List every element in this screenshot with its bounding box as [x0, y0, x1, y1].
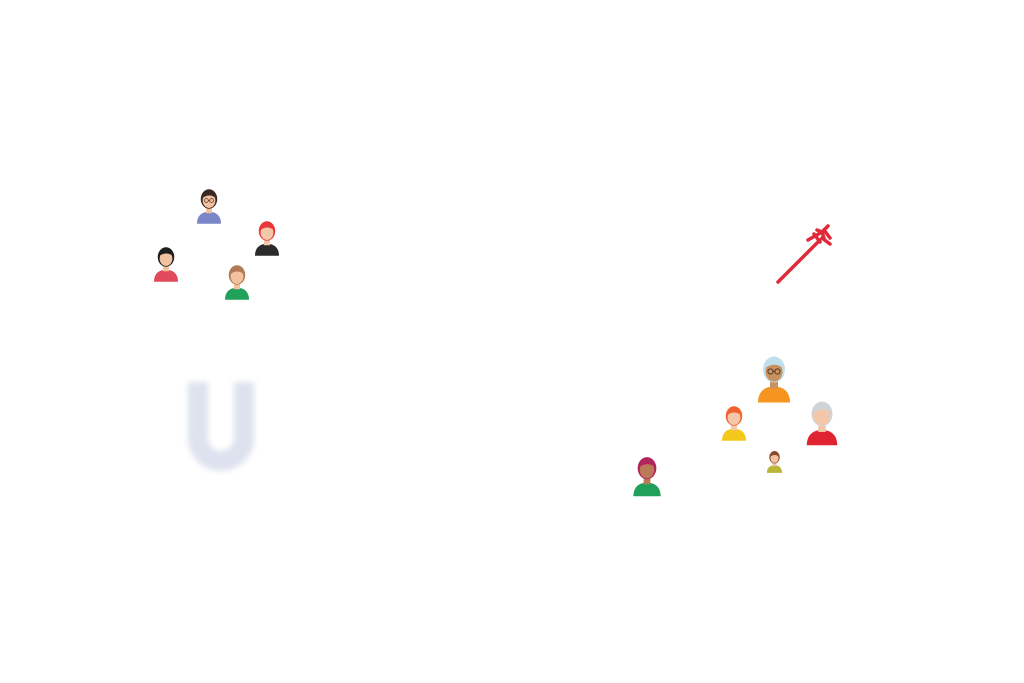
avatar-fringe: [639, 460, 655, 468]
avatar-face: [813, 406, 831, 426]
avatar-neck: [206, 207, 212, 214]
avatar-shirt: [633, 482, 661, 497]
avatar-neck: [234, 283, 240, 290]
avatar-fringe: [813, 405, 831, 413]
avatar-fringe: [159, 250, 173, 257]
avatar-shirt: [225, 287, 249, 300]
elder-man-gray-hair-icon: [806, 401, 838, 446]
avatar-shirt: [806, 430, 838, 446]
avatar-neck: [770, 380, 778, 389]
avatar-neck: [772, 462, 777, 467]
avatar-shirt: [722, 428, 746, 441]
glasses-left: [204, 198, 209, 203]
avatar-face: [159, 251, 173, 266]
avatar-fringe: [202, 192, 216, 199]
glasses-right: [774, 368, 781, 375]
woman-red-hair-icon: [255, 221, 279, 256]
magnet-icon: [188, 382, 254, 471]
avatar-face: [260, 225, 274, 240]
avatar-shirt: [758, 386, 790, 403]
avatar-fringe: [770, 453, 779, 457]
man-brown-hair-icon: [225, 265, 249, 300]
small-person-icon: [766, 451, 783, 473]
woman-glasses-icon: [197, 189, 221, 224]
avatar-shirt: [766, 465, 783, 473]
glasses-left: [767, 368, 774, 375]
avatar-neck: [818, 424, 826, 432]
avatar-face: [727, 410, 741, 425]
woman-curly-hair-icon: [154, 247, 178, 282]
avatar-neck: [731, 424, 737, 431]
avatar-face: [639, 461, 655, 479]
avatar-fringe: [230, 268, 244, 275]
man-orange-hair-icon: [722, 406, 746, 441]
magnet-shape: [188, 382, 254, 471]
avatar-shirt: [197, 211, 221, 224]
arrow-icon: [776, 224, 832, 284]
avatar-fringe: [765, 361, 783, 369]
elder-man-glasses-icon: [758, 356, 790, 403]
avatar-neck: [643, 477, 651, 485]
woman-magenta-hair-icon: [633, 457, 661, 497]
avatar-shirt: [255, 243, 279, 256]
avatar-face: [770, 453, 779, 463]
avatar-shirt: [154, 269, 178, 282]
glasses-right: [209, 198, 214, 203]
avatar-neck: [264, 239, 270, 246]
avatar-face: [230, 269, 244, 284]
avatar-fringe: [260, 224, 274, 231]
avatar-fringe: [727, 409, 741, 416]
avatar-neck: [163, 265, 169, 272]
